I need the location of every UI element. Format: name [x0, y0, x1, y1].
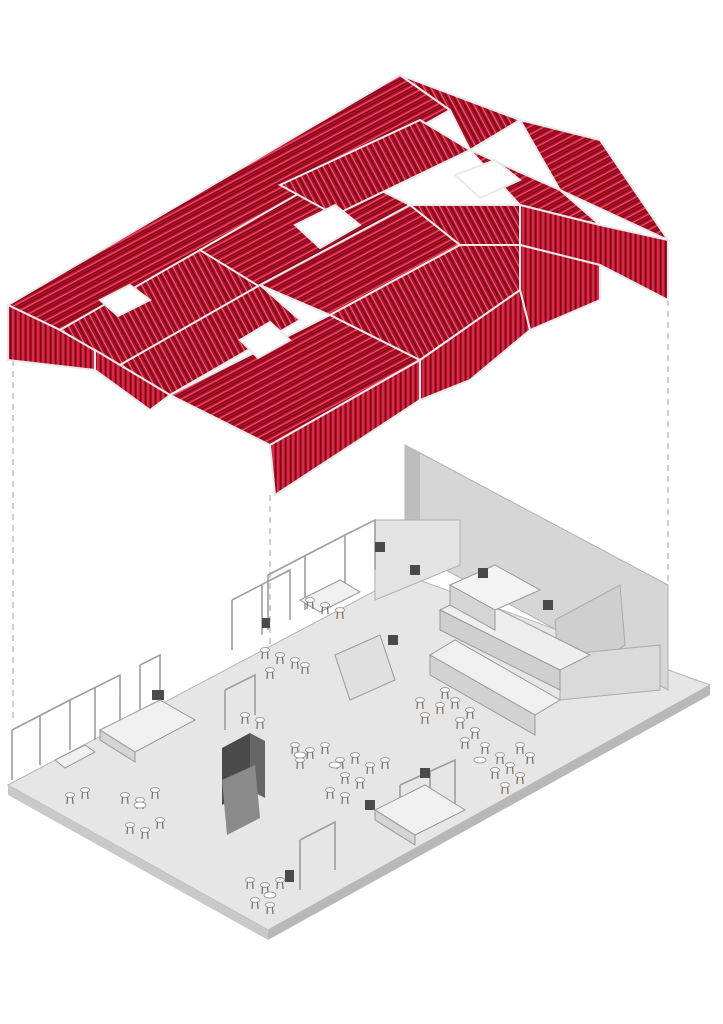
floor-edge-right — [268, 685, 710, 940]
stool — [460, 737, 470, 750]
canopy-opening-1 — [293, 203, 362, 250]
frame-center-left — [231, 568, 291, 650]
stool — [435, 702, 445, 715]
stool — [515, 742, 525, 755]
speaker-1 — [375, 542, 385, 552]
stool — [150, 787, 160, 800]
speaker-6 — [388, 635, 398, 645]
speaker-2 — [410, 565, 420, 575]
stool — [250, 897, 260, 910]
grey-block-panel — [222, 765, 260, 835]
stool — [320, 602, 330, 615]
round-table — [263, 891, 277, 899]
stool — [495, 752, 505, 765]
stool — [275, 877, 285, 890]
sofa-left-small — [54, 744, 96, 769]
stool — [505, 762, 515, 775]
stool — [155, 817, 165, 830]
canopy-opening-4 — [98, 283, 152, 318]
stool — [415, 697, 425, 710]
stool — [365, 762, 375, 775]
stool — [470, 727, 480, 740]
stool — [245, 877, 255, 890]
stool — [480, 742, 490, 755]
canopy-opening-2 — [453, 158, 522, 200]
stool — [355, 777, 365, 790]
stool — [380, 757, 390, 770]
frame-top-center — [267, 518, 376, 630]
frame-bottom-right — [299, 820, 336, 890]
stool — [290, 657, 300, 670]
round-table — [133, 801, 147, 809]
round-table — [473, 756, 487, 764]
stool — [440, 687, 450, 700]
stool-group — [65, 597, 535, 915]
stool — [350, 752, 360, 765]
speaker-3 — [478, 568, 488, 578]
stool — [140, 827, 150, 840]
stool — [465, 707, 475, 720]
canopy-opening-3 — [238, 320, 292, 360]
stool — [500, 782, 510, 795]
frame-left-booth — [11, 653, 161, 780]
stool — [65, 792, 75, 805]
sofas — [54, 579, 467, 846]
round-table — [328, 761, 342, 769]
stool — [255, 717, 265, 730]
floor-edge-left — [8, 785, 268, 940]
speaker-8 — [365, 800, 375, 810]
stool — [325, 787, 335, 800]
stool — [265, 902, 275, 915]
stool — [260, 647, 270, 660]
canopy-panel-drape-right — [519, 243, 601, 332]
stool — [300, 662, 310, 675]
stool — [125, 822, 135, 835]
canopy-panel-drape-left — [94, 348, 172, 412]
dark-elements — [152, 542, 553, 882]
speaker-7 — [420, 768, 430, 778]
stool — [305, 747, 315, 760]
stool — [80, 787, 90, 800]
back-bar-front — [439, 609, 561, 691]
lounge-block-side — [449, 584, 496, 631]
canopy-panel-drape-center — [268, 358, 421, 497]
stool — [340, 792, 350, 805]
stool — [120, 792, 130, 805]
stool — [240, 712, 250, 725]
speaker-9 — [285, 870, 294, 882]
speaker-5 — [152, 690, 164, 700]
bar-counter — [334, 564, 592, 736]
canopy — [5, 73, 671, 497]
stool — [340, 772, 350, 785]
stool — [420, 712, 430, 725]
stool — [305, 597, 315, 610]
stool — [335, 607, 345, 620]
stool — [450, 697, 460, 710]
round-table — [293, 751, 307, 759]
stool — [525, 752, 535, 765]
sofa-bottom-side — [374, 809, 416, 846]
stool — [265, 667, 275, 680]
stool — [260, 882, 270, 895]
stool — [515, 772, 525, 785]
sofa-left-side — [99, 729, 136, 763]
speaker-4 — [543, 600, 553, 610]
bar-counter-front — [429, 654, 536, 736]
speaker-10 — [262, 618, 270, 628]
stool — [455, 717, 465, 730]
partition-wall — [374, 519, 461, 601]
frame-left-mid — [224, 673, 256, 730]
stool — [275, 652, 285, 665]
stairs — [334, 634, 396, 701]
stool — [320, 742, 330, 755]
stool — [490, 767, 500, 780]
